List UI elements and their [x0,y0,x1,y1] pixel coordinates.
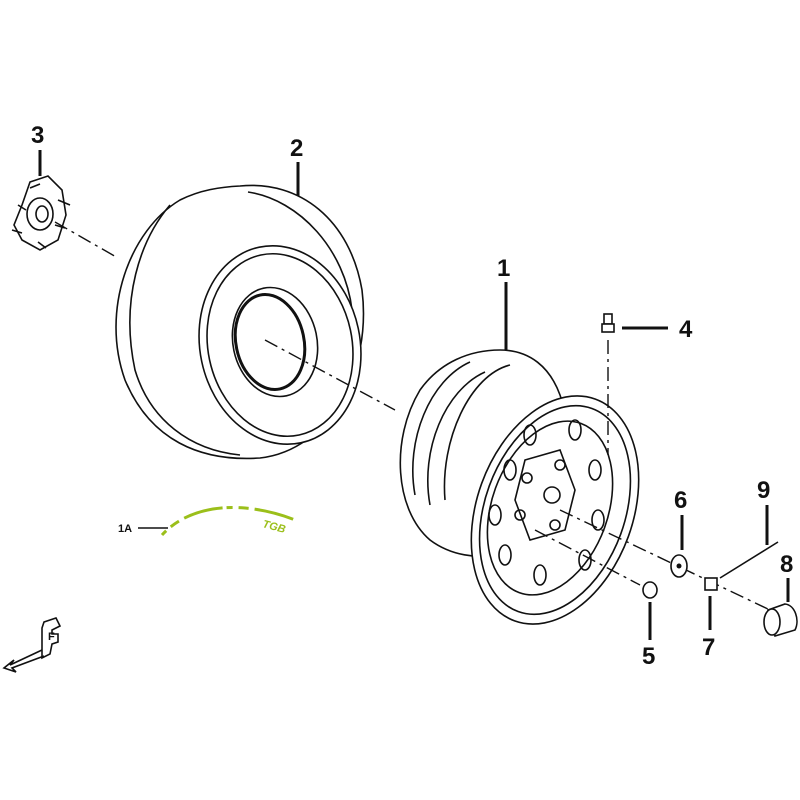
rim-vent-holes [488,419,605,586]
decal-text: TGB [261,518,287,536]
axis-line-hub [54,221,119,259]
callout-8: 8 [780,551,793,578]
hub-part-3 [11,175,71,251]
axis-line-nut-5 [534,529,641,586]
callout-9: 9 [757,477,770,504]
leader-9-diag [719,541,779,579]
axis-line-tire [264,339,396,411]
decal-part-1a: TGB [160,505,296,537]
callout-7: 7 [702,634,715,661]
tire-part-2 [115,184,365,460]
nut-part-7 [704,577,718,630]
callout-5: 5 [642,643,655,670]
callout-1: 1 [497,255,510,282]
wheel-rim-part-1 [399,349,640,625]
washer-part-6 [670,515,688,578]
cap-part-8 [763,578,798,638]
callout-1a: 1A [118,523,132,535]
nut-part-5 [642,581,658,640]
axis-line-cap [559,509,771,611]
valve-part-4 [601,313,668,333]
front-direction-marker: F [2,617,62,673]
callout-6: 6 [674,487,687,514]
front-marker-text: F [48,631,55,643]
callout-4: 4 [679,316,693,343]
callout-3: 3 [31,122,44,149]
callout-2: 2 [290,135,303,162]
